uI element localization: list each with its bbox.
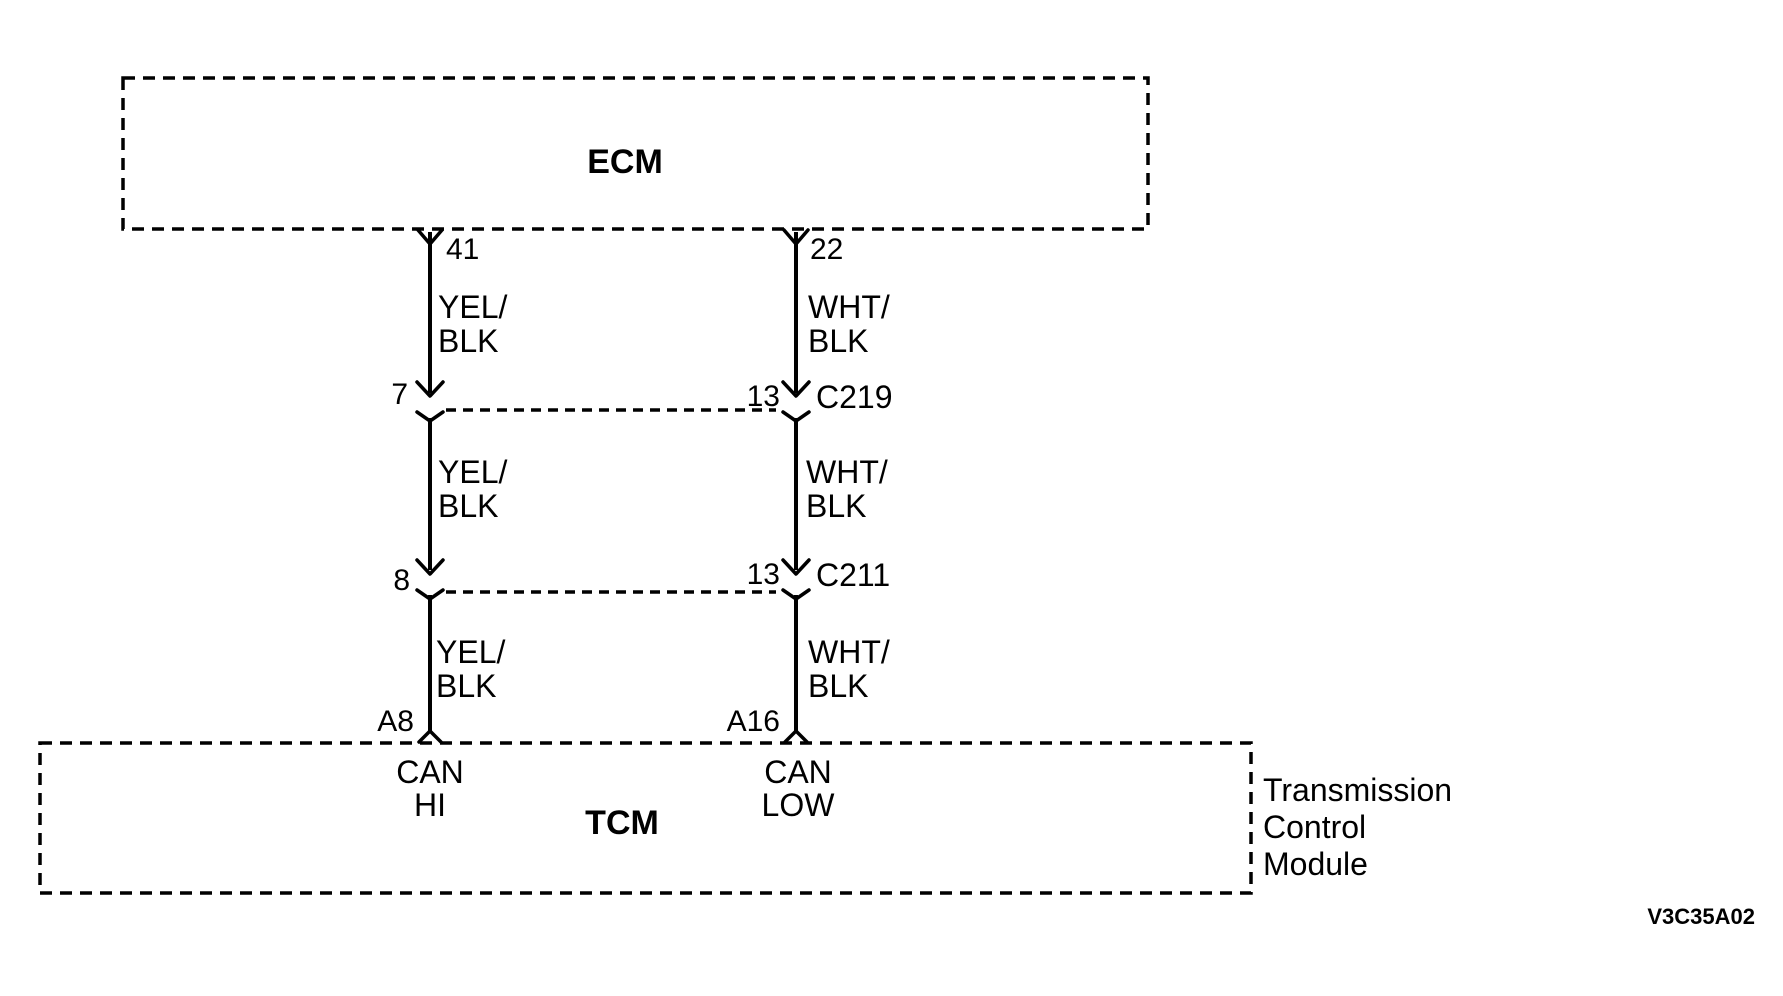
connector-c219: C219 (446, 379, 893, 415)
function-line-1: CAN (396, 754, 464, 790)
wire-color-line-1: YEL/ (438, 289, 507, 325)
connector-c211-label: C211 (816, 557, 890, 593)
tcm-terminal-symbol (783, 729, 809, 744)
wire-color-line-1: WHT/ (808, 634, 890, 670)
tcm-label: TCM (585, 804, 659, 842)
tcm-description-line-3: Module (1263, 846, 1368, 882)
connector-pin-label: 8 (393, 564, 410, 597)
connector-c219-female (781, 410, 811, 423)
ecm-terminal-symbol (782, 228, 810, 246)
wire-color-line-1: YEL/ (438, 454, 507, 490)
ecm-pin-label: 22 (810, 233, 843, 266)
tcm-pin-label: A16 (727, 705, 780, 738)
connector-pin-label: 13 (747, 558, 780, 591)
connector-c219-male (415, 380, 445, 398)
function-line-1: CAN (764, 754, 832, 790)
tcm-module: TCM Transmission Control Module (38, 741, 1452, 895)
function-line-2: HI (414, 787, 446, 823)
circuit-can-low: 22 WHT/ BLK 13 WHT/ BLK 13 WHT/ BLK A16 … (727, 228, 890, 823)
wire-color-line-2: BLK (438, 323, 498, 359)
ecm-module: ECM (121, 76, 1150, 231)
connector-c219-male (781, 380, 811, 398)
ecm-label: ECM (587, 143, 663, 181)
connector-c211-male (781, 558, 811, 576)
connector-c211-male (415, 558, 445, 576)
circuit-can-hi: 41 YEL/ BLK 7 YEL/ BLK 8 YEL/ BLK A8 CAN… (377, 228, 507, 823)
connector-c211-female (781, 588, 811, 601)
wire-color-line-2: BLK (808, 323, 868, 359)
connector-c211: C211 (446, 557, 890, 594)
wire-color-line-2: BLK (438, 488, 498, 524)
tcm-outline (38, 741, 1253, 895)
tcm-terminal-symbol (417, 729, 443, 744)
tcm-pin-label: A8 (377, 705, 414, 738)
tcm-description-line-1: Transmission (1263, 772, 1452, 808)
connector-c219-female (415, 410, 445, 423)
ecm-terminal-symbol (416, 228, 444, 246)
function-line-2: LOW (762, 787, 836, 823)
connector-pin-label: 7 (391, 378, 408, 411)
wire-color-line-2: BLK (808, 668, 868, 704)
wire-color-line-1: WHT/ (806, 454, 888, 490)
wire-color-line-1: WHT/ (808, 289, 890, 325)
wire-color-line-1: YEL/ (436, 634, 505, 670)
connector-c219-label: C219 (816, 379, 893, 415)
wire-color-line-2: BLK (436, 668, 496, 704)
wire-color-line-2: BLK (806, 488, 866, 524)
figure-code: V3C35A02 (1647, 904, 1755, 929)
ecm-outline (121, 76, 1150, 231)
ecm-pin-label: 41 (446, 233, 479, 266)
connector-pin-label: 13 (747, 380, 780, 413)
connector-c211-female (415, 588, 445, 601)
tcm-description-line-2: Control (1263, 809, 1366, 845)
